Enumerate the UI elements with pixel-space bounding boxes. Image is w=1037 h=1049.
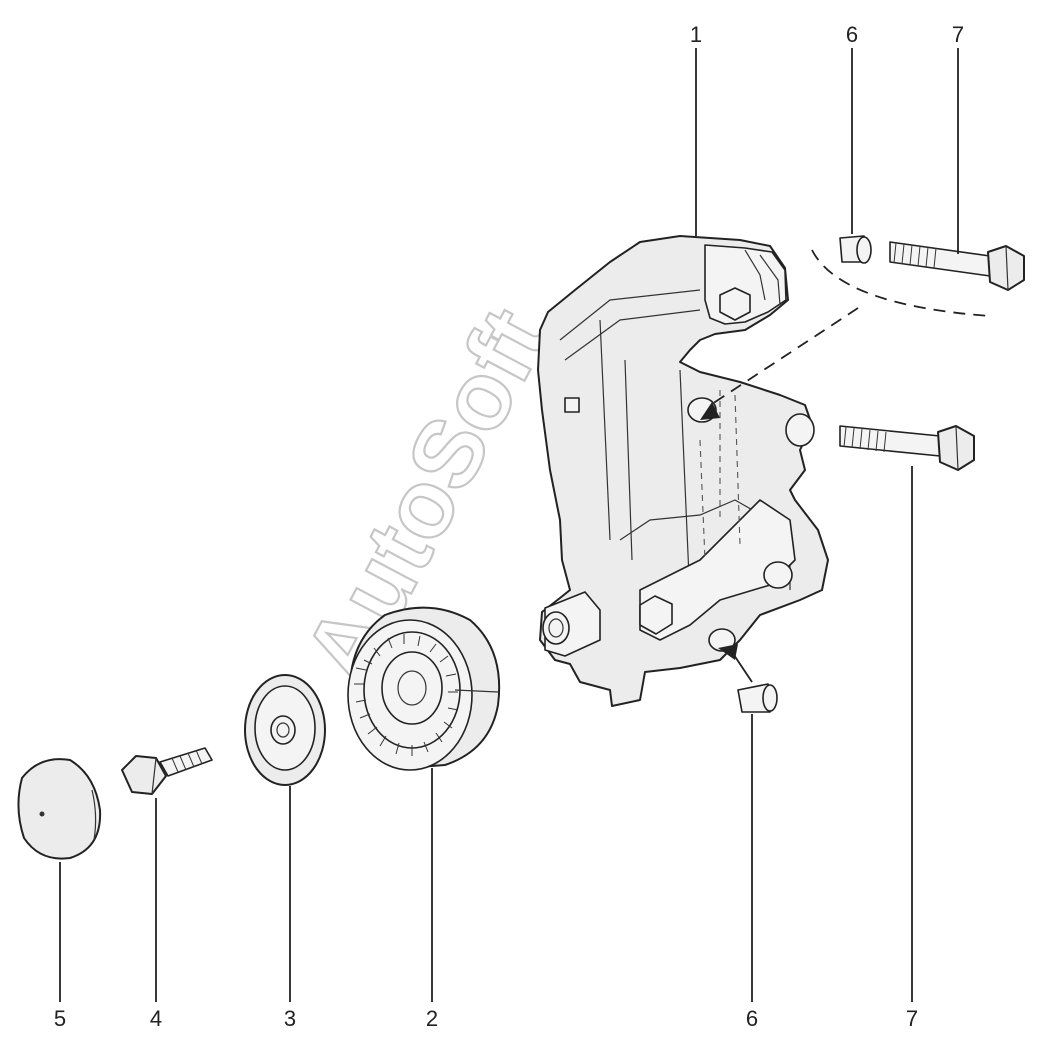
bolt-part-4	[121, 747, 213, 795]
callout-2: 2	[426, 1006, 438, 1031]
assembly-arrow-lower	[718, 644, 738, 660]
cap-part-5	[17, 758, 102, 860]
bracket-part-1	[537, 235, 829, 707]
callout-1: 1	[690, 22, 702, 47]
callout-3: 3	[284, 1006, 296, 1031]
washer-part-3	[244, 674, 326, 786]
bushing-part-6-bottom	[737, 683, 778, 713]
callout-6-bottom: 6	[746, 1006, 758, 1031]
bushing-part-6-top	[839, 235, 872, 264]
bolt-part-7-top	[889, 241, 1025, 291]
callout-4: 4	[150, 1006, 162, 1031]
assembly-line-lower	[731, 651, 753, 683]
pulley-part-2	[347, 606, 501, 771]
callout-7-top: 7	[952, 22, 964, 47]
assembly-dashed-arc	[811, 249, 991, 317]
callout-5: 5	[54, 1006, 66, 1031]
assembly-dashed-line-upper	[711, 307, 859, 405]
assembly-arrow-upper	[700, 402, 720, 420]
bolt-part-7-bottom	[839, 425, 975, 471]
callout-7-bottom: 7	[906, 1006, 918, 1031]
callout-6-top: 6	[846, 22, 858, 47]
